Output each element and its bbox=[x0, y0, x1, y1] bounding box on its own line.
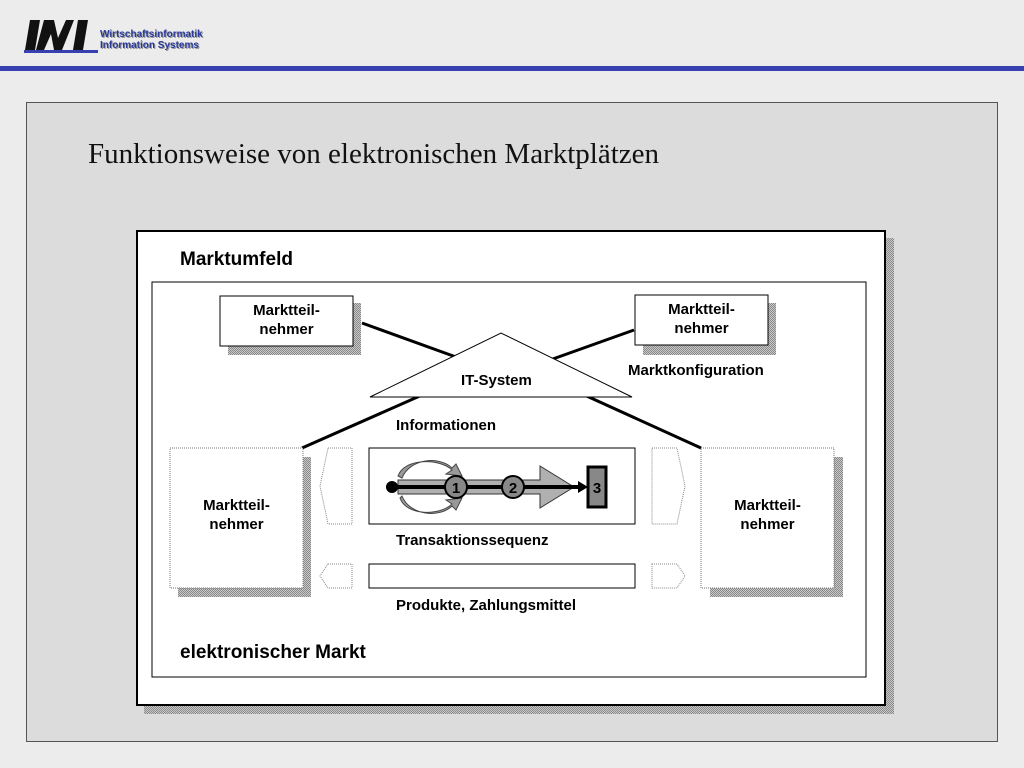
chevron-right-lower bbox=[651, 563, 686, 589]
participant-label-line1: Marktteil- bbox=[203, 497, 270, 514]
participant-top-right-label: Marktteil- nehmer bbox=[635, 300, 768, 338]
iwi-logo-icon bbox=[24, 20, 98, 53]
it-system-label: IT-System bbox=[461, 372, 532, 389]
step-3-label: 3 bbox=[593, 480, 601, 497]
step-1-label: 1 bbox=[452, 480, 460, 497]
informationen-label: Informationen bbox=[396, 417, 496, 434]
chevron-left-upper bbox=[319, 447, 353, 525]
participant-label-line2: nehmer bbox=[740, 516, 795, 533]
chevron-right-upper bbox=[651, 447, 686, 525]
step-3-box bbox=[586, 465, 608, 509]
participant-label-line1: Marktteil- bbox=[253, 302, 320, 319]
chevron-left-lower bbox=[319, 563, 353, 589]
participant-right-label: Marktteil- nehmer bbox=[701, 496, 834, 534]
transaktionssequenz-label: Transaktionssequenz bbox=[396, 532, 549, 549]
swirl-arrow-icon-lower bbox=[399, 495, 463, 514]
participant-left-label: Marktteil- nehmer bbox=[170, 496, 303, 534]
participant-label-line1: Marktteil- bbox=[668, 301, 735, 318]
step-2-label: 2 bbox=[509, 480, 517, 497]
marktkonfiguration-label: Marktkonfiguration bbox=[628, 362, 764, 379]
produkte-label: Produkte, Zahlungsmittel bbox=[396, 597, 577, 614]
sequence-start-dot bbox=[386, 481, 398, 493]
participant-label-line2: nehmer bbox=[209, 516, 264, 533]
logo-line-2: Information Systems bbox=[100, 40, 199, 51]
logo-text: Wirtschaftsinformatik Information System… bbox=[100, 29, 203, 51]
swirl-arrow-icon bbox=[397, 460, 463, 479]
connector-top-left bbox=[361, 321, 457, 359]
connector-top-right bbox=[549, 328, 635, 362]
participant-label-line1: Marktteil- bbox=[734, 497, 801, 514]
header-rule bbox=[0, 66, 1024, 71]
step-1-circle bbox=[444, 475, 468, 499]
header: Wirtschaftsinformatik Information System… bbox=[0, 0, 1024, 66]
participant-top-left-label: Marktteil- nehmer bbox=[220, 301, 353, 339]
step-2-circle bbox=[501, 475, 525, 499]
elektronischer-markt-label: elektronischer Markt bbox=[180, 642, 366, 663]
slide-title: Funktionsweise von elektronischen Marktp… bbox=[88, 138, 660, 170]
logo-line-1: Wirtschaftsinformatik bbox=[100, 29, 203, 40]
participant-left-box bbox=[169, 447, 304, 589]
marktumfeld-label: Marktumfeld bbox=[180, 249, 293, 270]
participant-top-left-box bbox=[219, 295, 354, 347]
connector-bottom-right bbox=[579, 391, 702, 450]
participant-label-line2: nehmer bbox=[259, 321, 314, 338]
produkte-box bbox=[368, 563, 636, 589]
participant-label-line2: nehmer bbox=[674, 320, 729, 337]
participant-right-box bbox=[700, 447, 835, 589]
participant-top-right-box bbox=[634, 294, 769, 346]
it-system-triangle bbox=[369, 332, 633, 398]
sequence-line-head-icon bbox=[578, 481, 588, 493]
